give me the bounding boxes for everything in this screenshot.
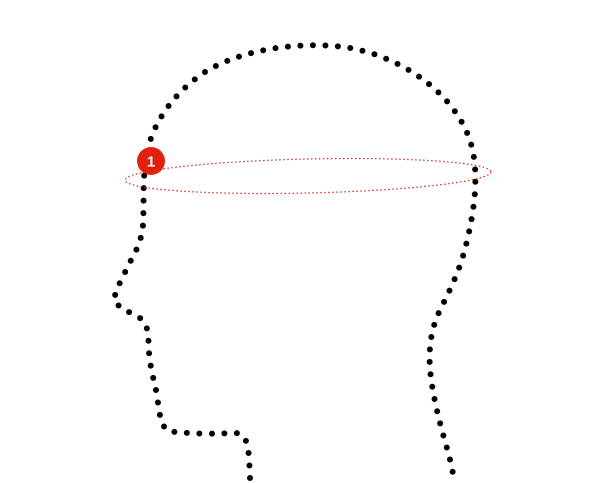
marker-1-badge bbox=[137, 147, 165, 175]
head-outline bbox=[110, 42, 479, 481]
marker-1: 1 bbox=[137, 147, 165, 175]
marker-1-label: 1 bbox=[147, 154, 155, 171]
circumference-line bbox=[124, 157, 492, 195]
